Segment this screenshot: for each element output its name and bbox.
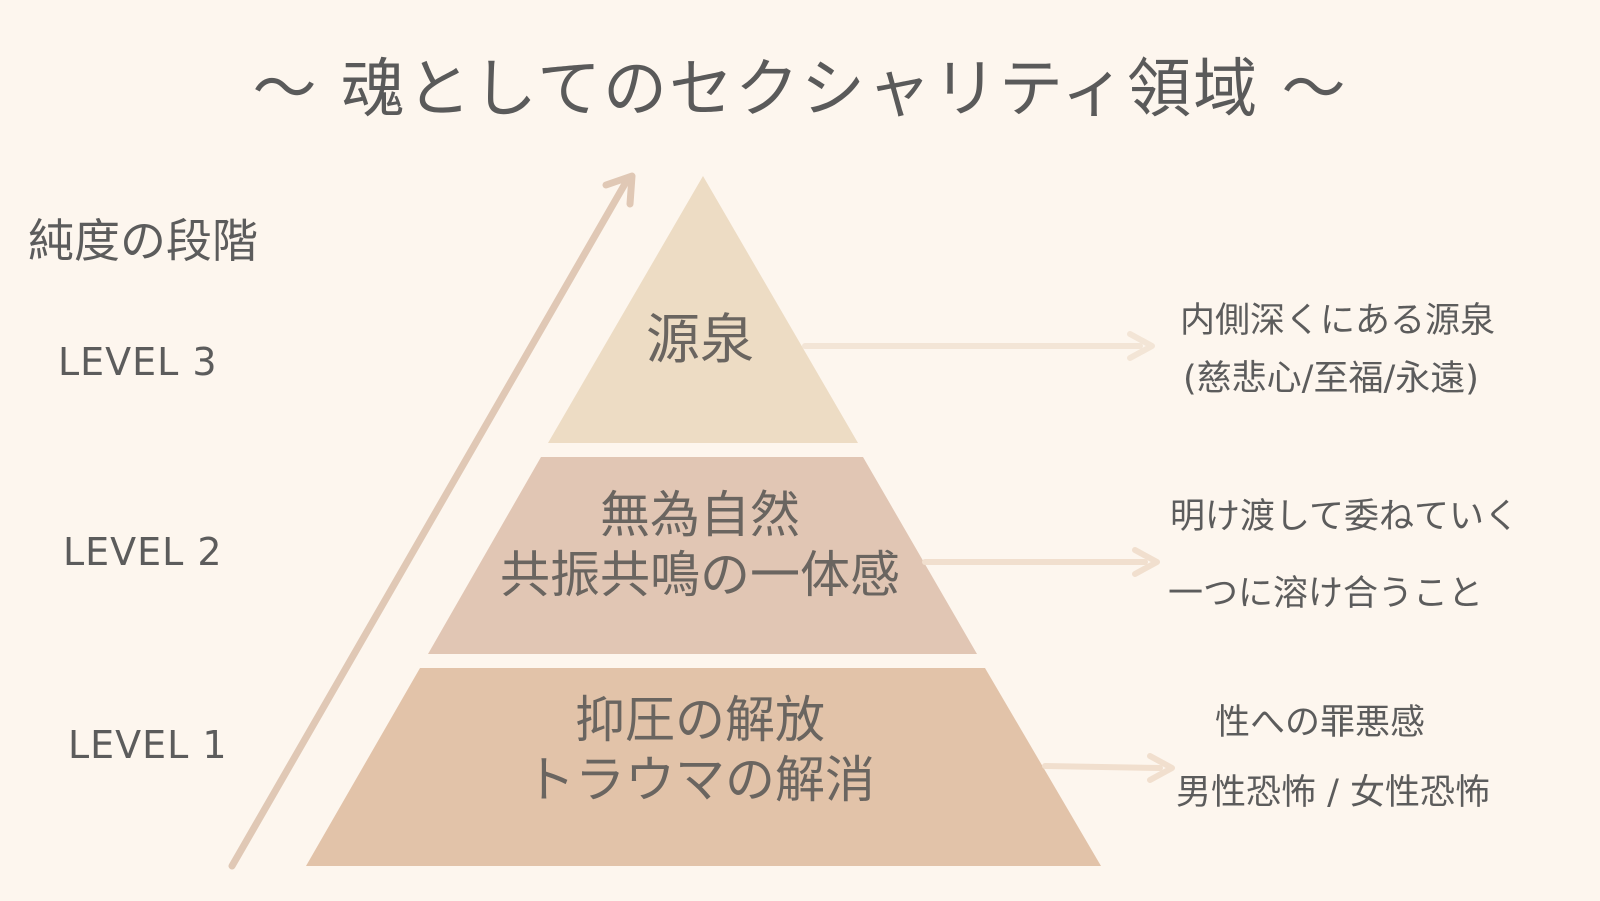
level-2-desc-line1: 明け渡して委ねていく xyxy=(1170,497,1519,537)
level-1-desc-line2: 男性恐怖 / 女性恐怖 xyxy=(1176,773,1491,813)
purity-stage-label: 純度の段階 xyxy=(28,214,258,268)
pointer-arrow-level-1-head xyxy=(1147,753,1175,783)
tier-bottom xyxy=(306,668,1101,866)
rising-arrow-head xyxy=(602,172,636,208)
level-3-desc-line1: 内側深くにある源泉 xyxy=(1180,301,1496,341)
tier-middle-line2: 共振共鳴の一体感 xyxy=(500,546,900,604)
level-1-label: LEVEL 1 xyxy=(68,723,228,767)
tier-bottom-line2: トラウマの解消 xyxy=(525,751,875,809)
rising-arrow xyxy=(228,178,630,870)
level-3-label: LEVEL 3 xyxy=(58,340,218,384)
level-2-label: LEVEL 2 xyxy=(63,530,223,574)
tier-middle-text: 無為自然 共振共鳴の一体感 xyxy=(440,485,960,605)
tier-middle xyxy=(428,457,977,654)
level-1-desc-line1: 性への罪悪感 xyxy=(1215,703,1426,743)
pointer-arrow-level-3-head xyxy=(1127,331,1155,361)
tier-bottom-line1: 抑圧の解放 xyxy=(575,691,825,749)
tier-bottom-text: 抑圧の解放 トラウマの解消 xyxy=(460,690,940,810)
pointer-arrow-level-1 xyxy=(1042,763,1163,771)
tier-top-text: 源泉 xyxy=(590,308,810,373)
page-title: 〜 魂としてのセクシャリティ領域 〜 xyxy=(252,53,1348,127)
level-3-desc-line2: (慈悲心/至福/永遠) xyxy=(1183,359,1479,399)
tier-top xyxy=(548,176,858,443)
tier-middle-line1: 無為自然 xyxy=(600,486,800,544)
pointer-arrow-level-2-head xyxy=(1132,547,1160,577)
level-2-desc-line2: 一つに溶け合うこと xyxy=(1168,574,1484,614)
tier-top-line1: 源泉 xyxy=(646,308,754,371)
